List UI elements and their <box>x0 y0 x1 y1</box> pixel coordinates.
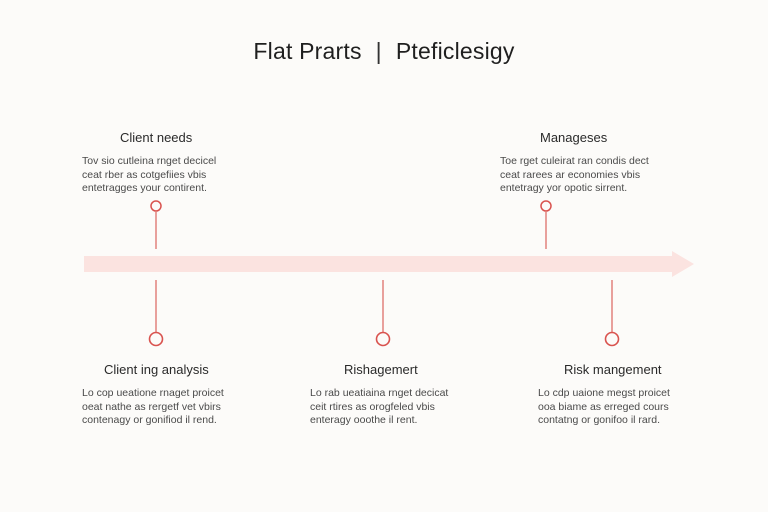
event-description: Lo cop ueatione rnaget proicet oeat nath… <box>82 387 282 428</box>
event-line: Lo cdp uaione megst proicet <box>538 387 670 399</box>
event-line: ceit rtires as orogfeled vbis <box>310 400 435 413</box>
event-description: Lo rab ueatiaina rnget decicat ceit rtir… <box>310 387 510 428</box>
event-description: Tov sio cutleina rnget decicel ceat rber… <box>82 155 282 196</box>
marker-bottom-3 <box>604 331 620 347</box>
event-line: entetragges your contirent. <box>82 182 207 194</box>
event-line: oeat nathe as rergetf vet vbirs <box>82 400 221 413</box>
page-title: Flat Prarts | Pteficlesigy <box>0 38 768 65</box>
marker-top-1 <box>150 200 162 212</box>
event-line: Toe rget culeirat ran condis dect <box>500 155 649 167</box>
event-heading: Client ing analysis <box>104 362 209 377</box>
marker-top-2 <box>540 200 552 212</box>
timeline-arrow <box>84 251 694 277</box>
event-line: ooa biame as erreged cours <box>538 400 669 413</box>
event-line: contenagy or gonifiod il rend. <box>82 414 217 426</box>
event-heading: Rishagemert <box>344 362 418 377</box>
event-line: entetragy yor opotic sirrent. <box>500 182 628 194</box>
event-line: ceat rarees ar economies vbis <box>500 168 641 181</box>
event-line: contatng or gonifoo il rard. <box>538 414 660 426</box>
title-left: Flat Prarts <box>253 38 362 64</box>
event-heading: Manageses <box>540 130 608 145</box>
event-bottom-2: Rishagemert Lo rab ueatiaina rnget decic… <box>310 362 510 428</box>
title-separator: | <box>375 38 382 64</box>
event-description: Toe rget culeirat ran condis dect ceat r… <box>500 155 700 196</box>
title-right: Pteficlesigy <box>395 38 515 64</box>
event-top-2: Manageses Toe rget culeirat ran condis d… <box>500 130 700 196</box>
event-heading: Risk mangement <box>564 362 662 377</box>
event-line: enteragy ooothe il rent. <box>310 414 418 426</box>
event-heading: Client needs <box>120 130 193 145</box>
marker-bottom-1 <box>148 331 164 347</box>
event-line: Lo rab ueatiaina rnget decicat <box>310 387 449 399</box>
event-bottom-1: Client ing analysis Lo cop ueatione rnag… <box>82 362 282 428</box>
event-line: Tov sio cutleina rnget decicel <box>82 155 217 167</box>
event-line: ceat rber as cotgefiies vbis <box>82 168 207 181</box>
event-bottom-3: Risk mangement Lo cdp uaione megst proic… <box>538 362 738 428</box>
marker-bottom-2 <box>375 331 391 347</box>
event-line: Lo cop ueatione rnaget proicet <box>82 387 224 399</box>
event-description: Lo cdp uaione megst proicet ooa biame as… <box>538 387 738 428</box>
event-top-1: Client needs Tov sio cutleina rnget deci… <box>82 130 282 196</box>
